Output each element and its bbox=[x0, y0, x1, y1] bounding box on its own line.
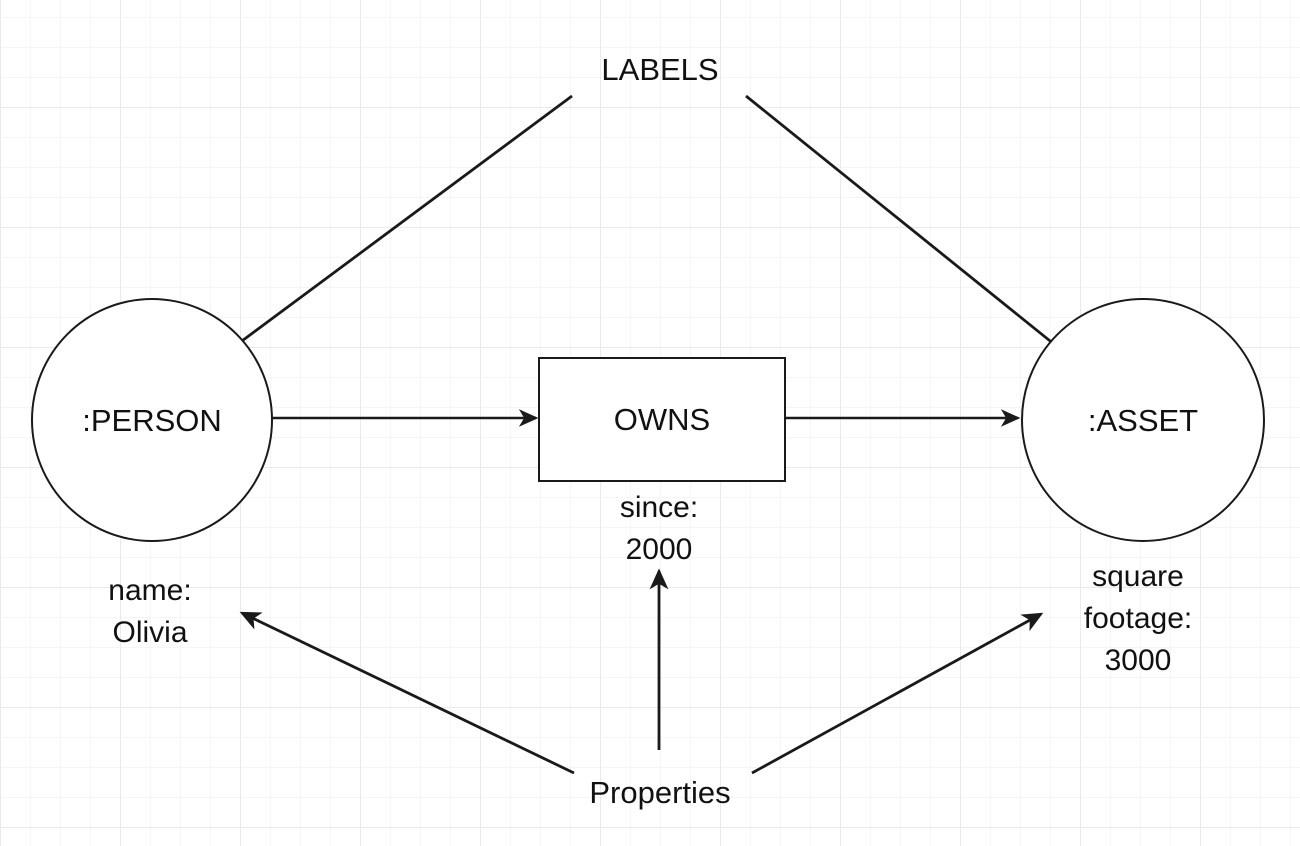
node-owns-properties: since: 2000 bbox=[619, 491, 699, 566]
node-owns[interactable]: OWNS bbox=[538, 357, 786, 482]
node-asset-label: :ASSET bbox=[1087, 402, 1199, 438]
node-person-label: :PERSON bbox=[82, 402, 222, 438]
labels-annotation: LABELS bbox=[601, 52, 719, 87]
node-person[interactable]: :PERSON bbox=[31, 298, 273, 542]
node-person-properties: name: Olivia bbox=[108, 574, 192, 649]
annotation-arrow-properties-to-person-props bbox=[239, 611, 575, 775]
annotation-arrow-properties-to-asset-props bbox=[751, 612, 1044, 775]
properties-annotation: Properties bbox=[589, 775, 731, 810]
node-asset-properties: square footage: 3000 bbox=[1083, 560, 1193, 677]
node-asset[interactable]: :ASSET bbox=[1021, 298, 1265, 542]
node-owns-label: OWNS bbox=[613, 402, 711, 437]
